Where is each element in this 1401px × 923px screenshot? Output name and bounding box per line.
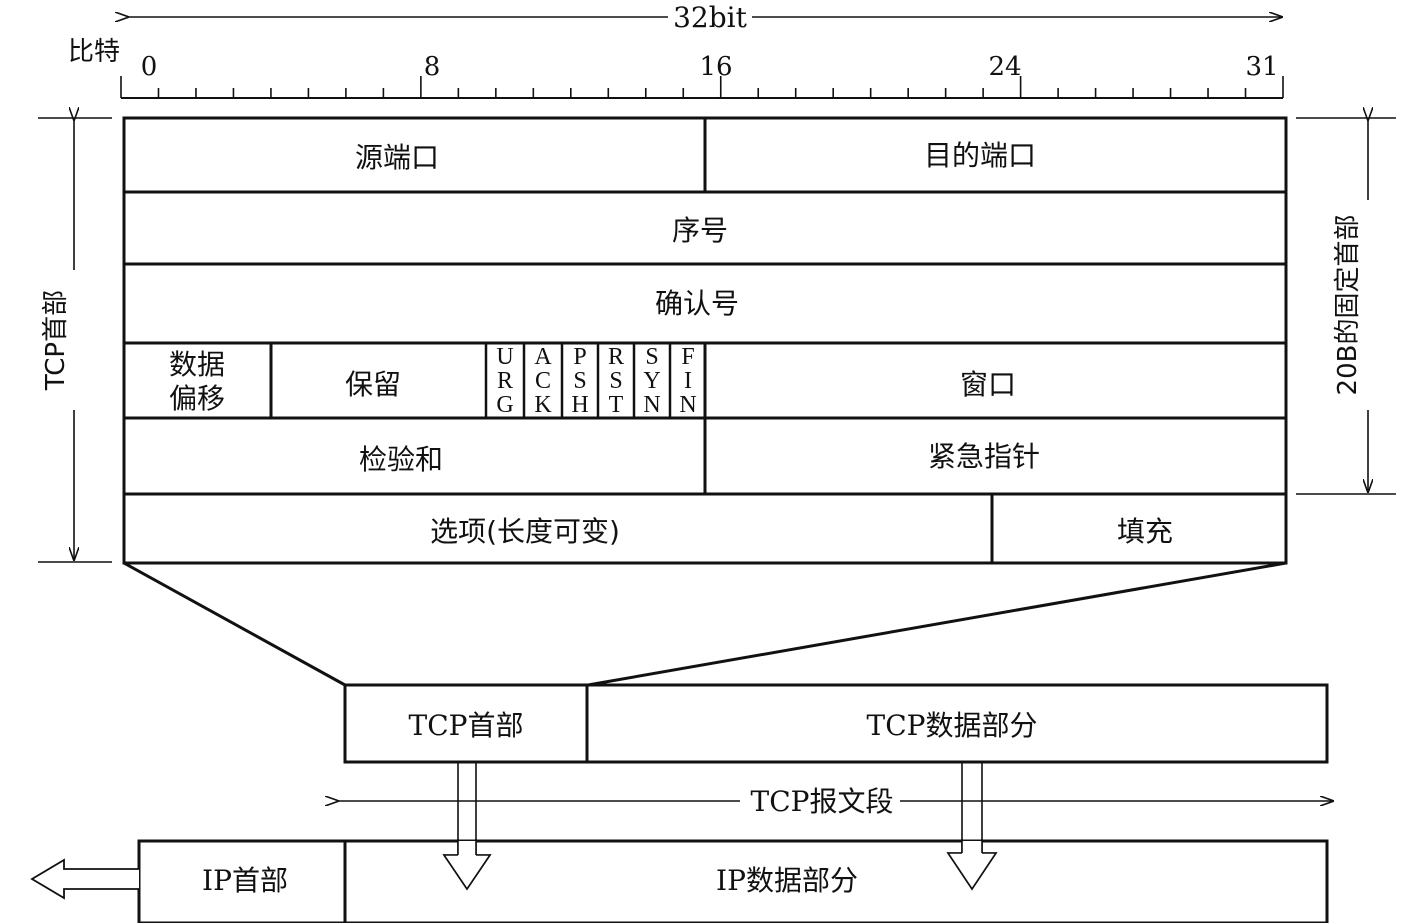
down-arrow-data-head: [946, 852, 998, 891]
tcp-segment-box: TCP首部 TCP数据部分: [343, 683, 1329, 764]
flag-psh-letter-3: H: [571, 392, 588, 418]
segment-data-label: TCP数据部分: [867, 709, 1038, 742]
flag-urg-letter-3: G: [496, 392, 513, 418]
flag-syn-letter-1: S: [645, 344, 658, 370]
flag-rst-letter-3: T: [609, 392, 624, 418]
field-data-offset-line1: 数据: [169, 348, 225, 381]
field-destination-port: 目的端口: [924, 139, 1036, 172]
field-sequence-number: 序号: [672, 214, 728, 247]
down-arrow-data-shaft-overlay: [962, 841, 982, 854]
segment-span-label: TCP报文段: [751, 785, 894, 818]
flag-urg: U R G: [496, 344, 513, 418]
ip-data-label: IP数据部分: [716, 864, 858, 897]
width-label: 32bit: [673, 1, 748, 34]
right-span-label: 20B的固定首部: [1333, 215, 1363, 396]
field-options: 选项(长度可变): [430, 515, 620, 548]
tick-label-31: 31: [1245, 52, 1278, 82]
tick-label-8: 8: [424, 52, 441, 82]
tick-label-0: 0: [141, 52, 158, 82]
left-hollow-arrow: [30, 858, 139, 900]
down-arrow-header-head: [442, 854, 492, 891]
flag-psh-letter-1: P: [573, 344, 586, 370]
left-header-span: TCP首部: [38, 118, 112, 563]
field-ack-number: 确认号: [655, 287, 739, 320]
segment-span-arrow: TCP报文段: [338, 785, 1333, 818]
flag-psh-letter-2: S: [573, 368, 586, 394]
unit-label: 比特: [68, 37, 120, 67]
flag-fin-letter-3: N: [679, 392, 696, 418]
flag-psh: P S H: [571, 344, 588, 418]
flag-ack-letter-3: K: [534, 392, 552, 418]
tick-label-24: 24: [988, 52, 1021, 82]
field-source-port: 源端口: [355, 141, 439, 174]
flag-syn: S Y N: [643, 344, 660, 418]
flag-fin-letter-2: I: [684, 368, 692, 394]
field-padding: 填充: [1117, 515, 1173, 548]
flag-syn-letter-3: N: [643, 392, 660, 418]
ip-packet-box: IP首部 IP数据部分: [137, 839, 1329, 923]
ruler-ticks: [120, 76, 1284, 98]
flag-rst-letter-2: S: [609, 368, 622, 394]
field-checksum: 检验和: [359, 443, 443, 476]
field-urgent-pointer: 紧急指针: [928, 440, 1040, 473]
flag-ack: A C K: [534, 344, 552, 418]
flag-ack-letter-1: A: [534, 344, 552, 370]
width-arrow: 32bit: [128, 1, 1282, 34]
flag-fin-letter-1: F: [681, 344, 694, 370]
flag-urg-letter-2: R: [497, 368, 513, 394]
expansion-lines: [123, 561, 1287, 687]
right-fixed-span: 20B的固定首部: [1296, 118, 1396, 495]
ip-header-label: IP首部: [202, 864, 288, 897]
field-data-offset-line2: 偏移: [169, 382, 225, 415]
left-span-label: TCP首部: [41, 290, 71, 391]
segment-header-label: TCP首部: [409, 709, 524, 742]
bit-ruler: 比特 0 8 16 24 31: [68, 37, 1284, 99]
down-arrow-header-shaft-overlay: [458, 841, 476, 856]
flag-rst-letter-1: R: [608, 344, 624, 370]
field-window: 窗口: [960, 368, 1016, 401]
flag-syn-letter-2: Y: [643, 368, 660, 394]
flag-urg-letter-1: U: [496, 344, 513, 370]
field-reserved: 保留: [345, 368, 401, 401]
flag-fin: F I N: [679, 344, 696, 418]
flag-ack-letter-2: C: [535, 368, 551, 394]
tick-label-16: 16: [699, 52, 732, 82]
flag-rst: R S T: [608, 344, 624, 418]
tcp-header-table: 源端口 目的端口 序号 确认号 数据 偏移 保留 U R G A C K P S…: [122, 116, 1288, 565]
